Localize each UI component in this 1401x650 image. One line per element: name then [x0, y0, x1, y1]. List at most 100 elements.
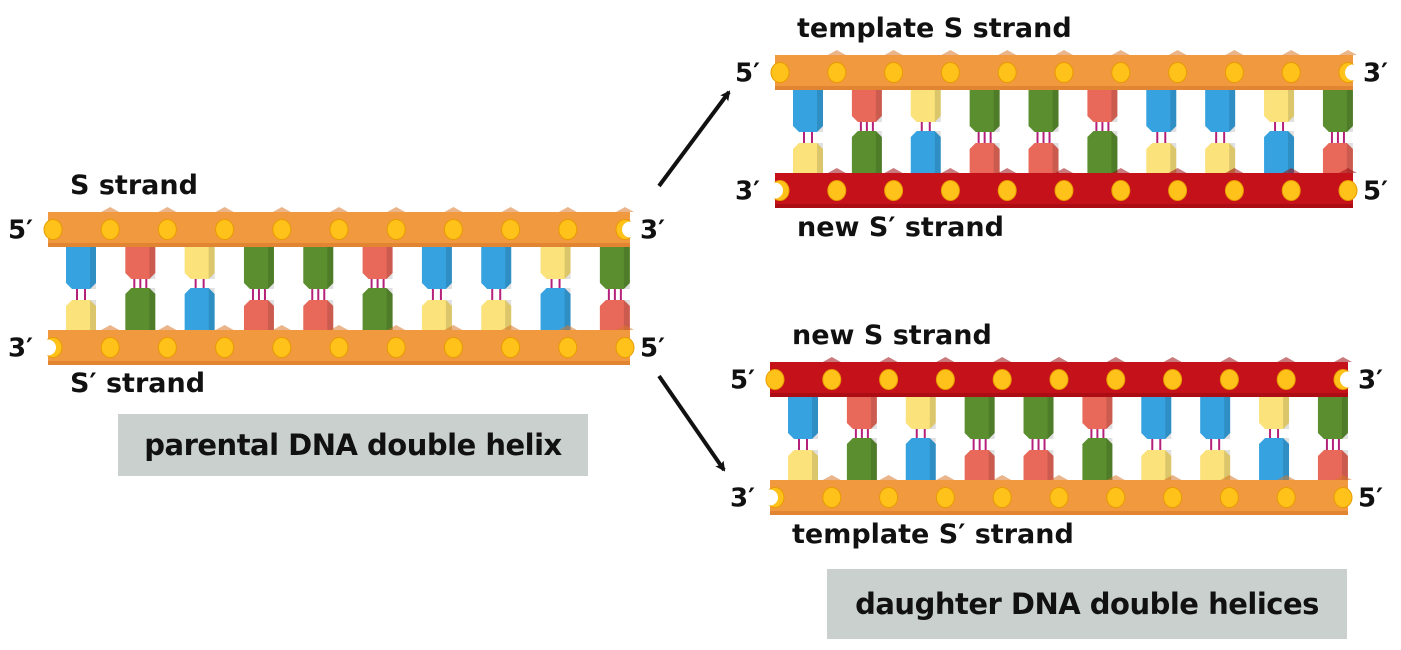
bottom-base — [599, 300, 630, 332]
phosphate-bead — [272, 219, 292, 240]
bottom-strand-shade — [48, 361, 630, 365]
base-pair — [421, 245, 452, 332]
base-shade — [623, 300, 630, 332]
replication-arrow-up — [657, 90, 731, 188]
base-pair — [964, 395, 995, 482]
base-shade — [1288, 131, 1295, 175]
strand-ridge — [1163, 357, 1182, 362]
bottom-base — [421, 300, 452, 332]
base-red — [1023, 450, 1054, 482]
strand-ridge — [1334, 357, 1352, 362]
top-base — [243, 245, 274, 289]
bottom-strand — [767, 168, 1358, 208]
bottom-base — [851, 131, 882, 175]
top-strand-shade — [775, 86, 1353, 90]
base-shade — [386, 245, 393, 279]
top-base — [1023, 395, 1054, 439]
strand-ridge — [272, 207, 291, 212]
strand-ridge — [827, 168, 846, 173]
bottom-base — [362, 288, 393, 332]
base-shade — [1346, 143, 1353, 175]
phosphate-bead — [1224, 180, 1244, 201]
base-pair — [66, 245, 96, 332]
phosphate-bead — [1276, 487, 1296, 508]
bottom-base — [788, 450, 818, 482]
base-shade — [875, 88, 882, 122]
phosphate-bead — [443, 219, 463, 240]
bottom-base — [1146, 143, 1177, 175]
top-base — [125, 245, 156, 279]
top-base — [421, 245, 452, 289]
phosphate-bead — [1163, 369, 1183, 390]
strand-ridge — [1050, 475, 1068, 480]
top-base — [1082, 395, 1113, 429]
phosphate-bead — [822, 487, 842, 508]
top-base — [788, 395, 818, 439]
phosphate-bead — [1111, 62, 1131, 83]
top-base — [540, 245, 571, 279]
base-pair — [540, 245, 571, 332]
strand-ridge — [1055, 168, 1073, 173]
base-shade — [149, 245, 156, 279]
strand-ridge — [501, 325, 520, 330]
base-shade — [623, 245, 630, 289]
base-shade — [327, 245, 334, 289]
strand-ridge — [998, 50, 1017, 55]
phosphate-bead — [501, 219, 521, 240]
base-pair — [1141, 395, 1172, 482]
strand-ridge — [993, 357, 1012, 362]
phosphate-bead — [1281, 180, 1301, 201]
base-yellow — [1141, 450, 1172, 482]
phosphate-bead — [879, 487, 899, 508]
strand-ridge — [1220, 357, 1239, 362]
replication-arrow-down — [657, 374, 726, 472]
bottom-base — [793, 143, 823, 175]
strand-ridge — [884, 168, 903, 173]
base-pair — [846, 395, 877, 482]
phosphate-bead — [558, 219, 578, 240]
base-shade — [1170, 143, 1177, 175]
base-green — [1023, 395, 1054, 439]
phosphate-bead — [1219, 487, 1239, 508]
strand-ridge — [558, 325, 577, 330]
base-blue — [184, 288, 215, 332]
phosphate-bead — [884, 180, 904, 201]
strand-ridge — [158, 325, 177, 330]
base-pair — [1028, 88, 1059, 175]
base-pair — [1146, 88, 1177, 175]
base-shade — [1283, 438, 1290, 482]
base-blue — [910, 131, 941, 175]
strand-ridge — [1220, 475, 1239, 480]
bottom-strand — [40, 325, 635, 365]
strand-ridge — [387, 325, 406, 330]
phosphate-bead — [822, 369, 842, 390]
strand-ridge — [444, 207, 463, 212]
base-yellow — [1146, 143, 1177, 175]
base-shade — [149, 288, 156, 332]
base-pair — [793, 88, 823, 175]
base-shade — [1346, 88, 1353, 132]
phosphate-bead — [386, 219, 406, 240]
strand-ridge — [1282, 50, 1301, 55]
base-blue — [540, 288, 571, 332]
strand-ridge — [1282, 168, 1301, 173]
strand-ridge — [1168, 168, 1187, 173]
base-pair — [905, 395, 936, 482]
phosphate-bead — [157, 219, 177, 240]
strand-ridge — [272, 325, 291, 330]
strand-ridge — [1055, 50, 1073, 55]
bottom-base — [1264, 131, 1295, 175]
top-base — [846, 395, 877, 429]
phosphate-bead — [1111, 180, 1131, 201]
base-shade — [1170, 88, 1177, 132]
phosphate-bead — [558, 337, 578, 358]
bottom-base — [1028, 143, 1059, 175]
base-shade — [1165, 450, 1172, 482]
strand-ridge — [101, 325, 120, 330]
base-blue — [66, 245, 96, 289]
strand-ridge — [558, 207, 577, 212]
top-strand — [43, 207, 638, 247]
phosphate-bead — [935, 369, 955, 390]
